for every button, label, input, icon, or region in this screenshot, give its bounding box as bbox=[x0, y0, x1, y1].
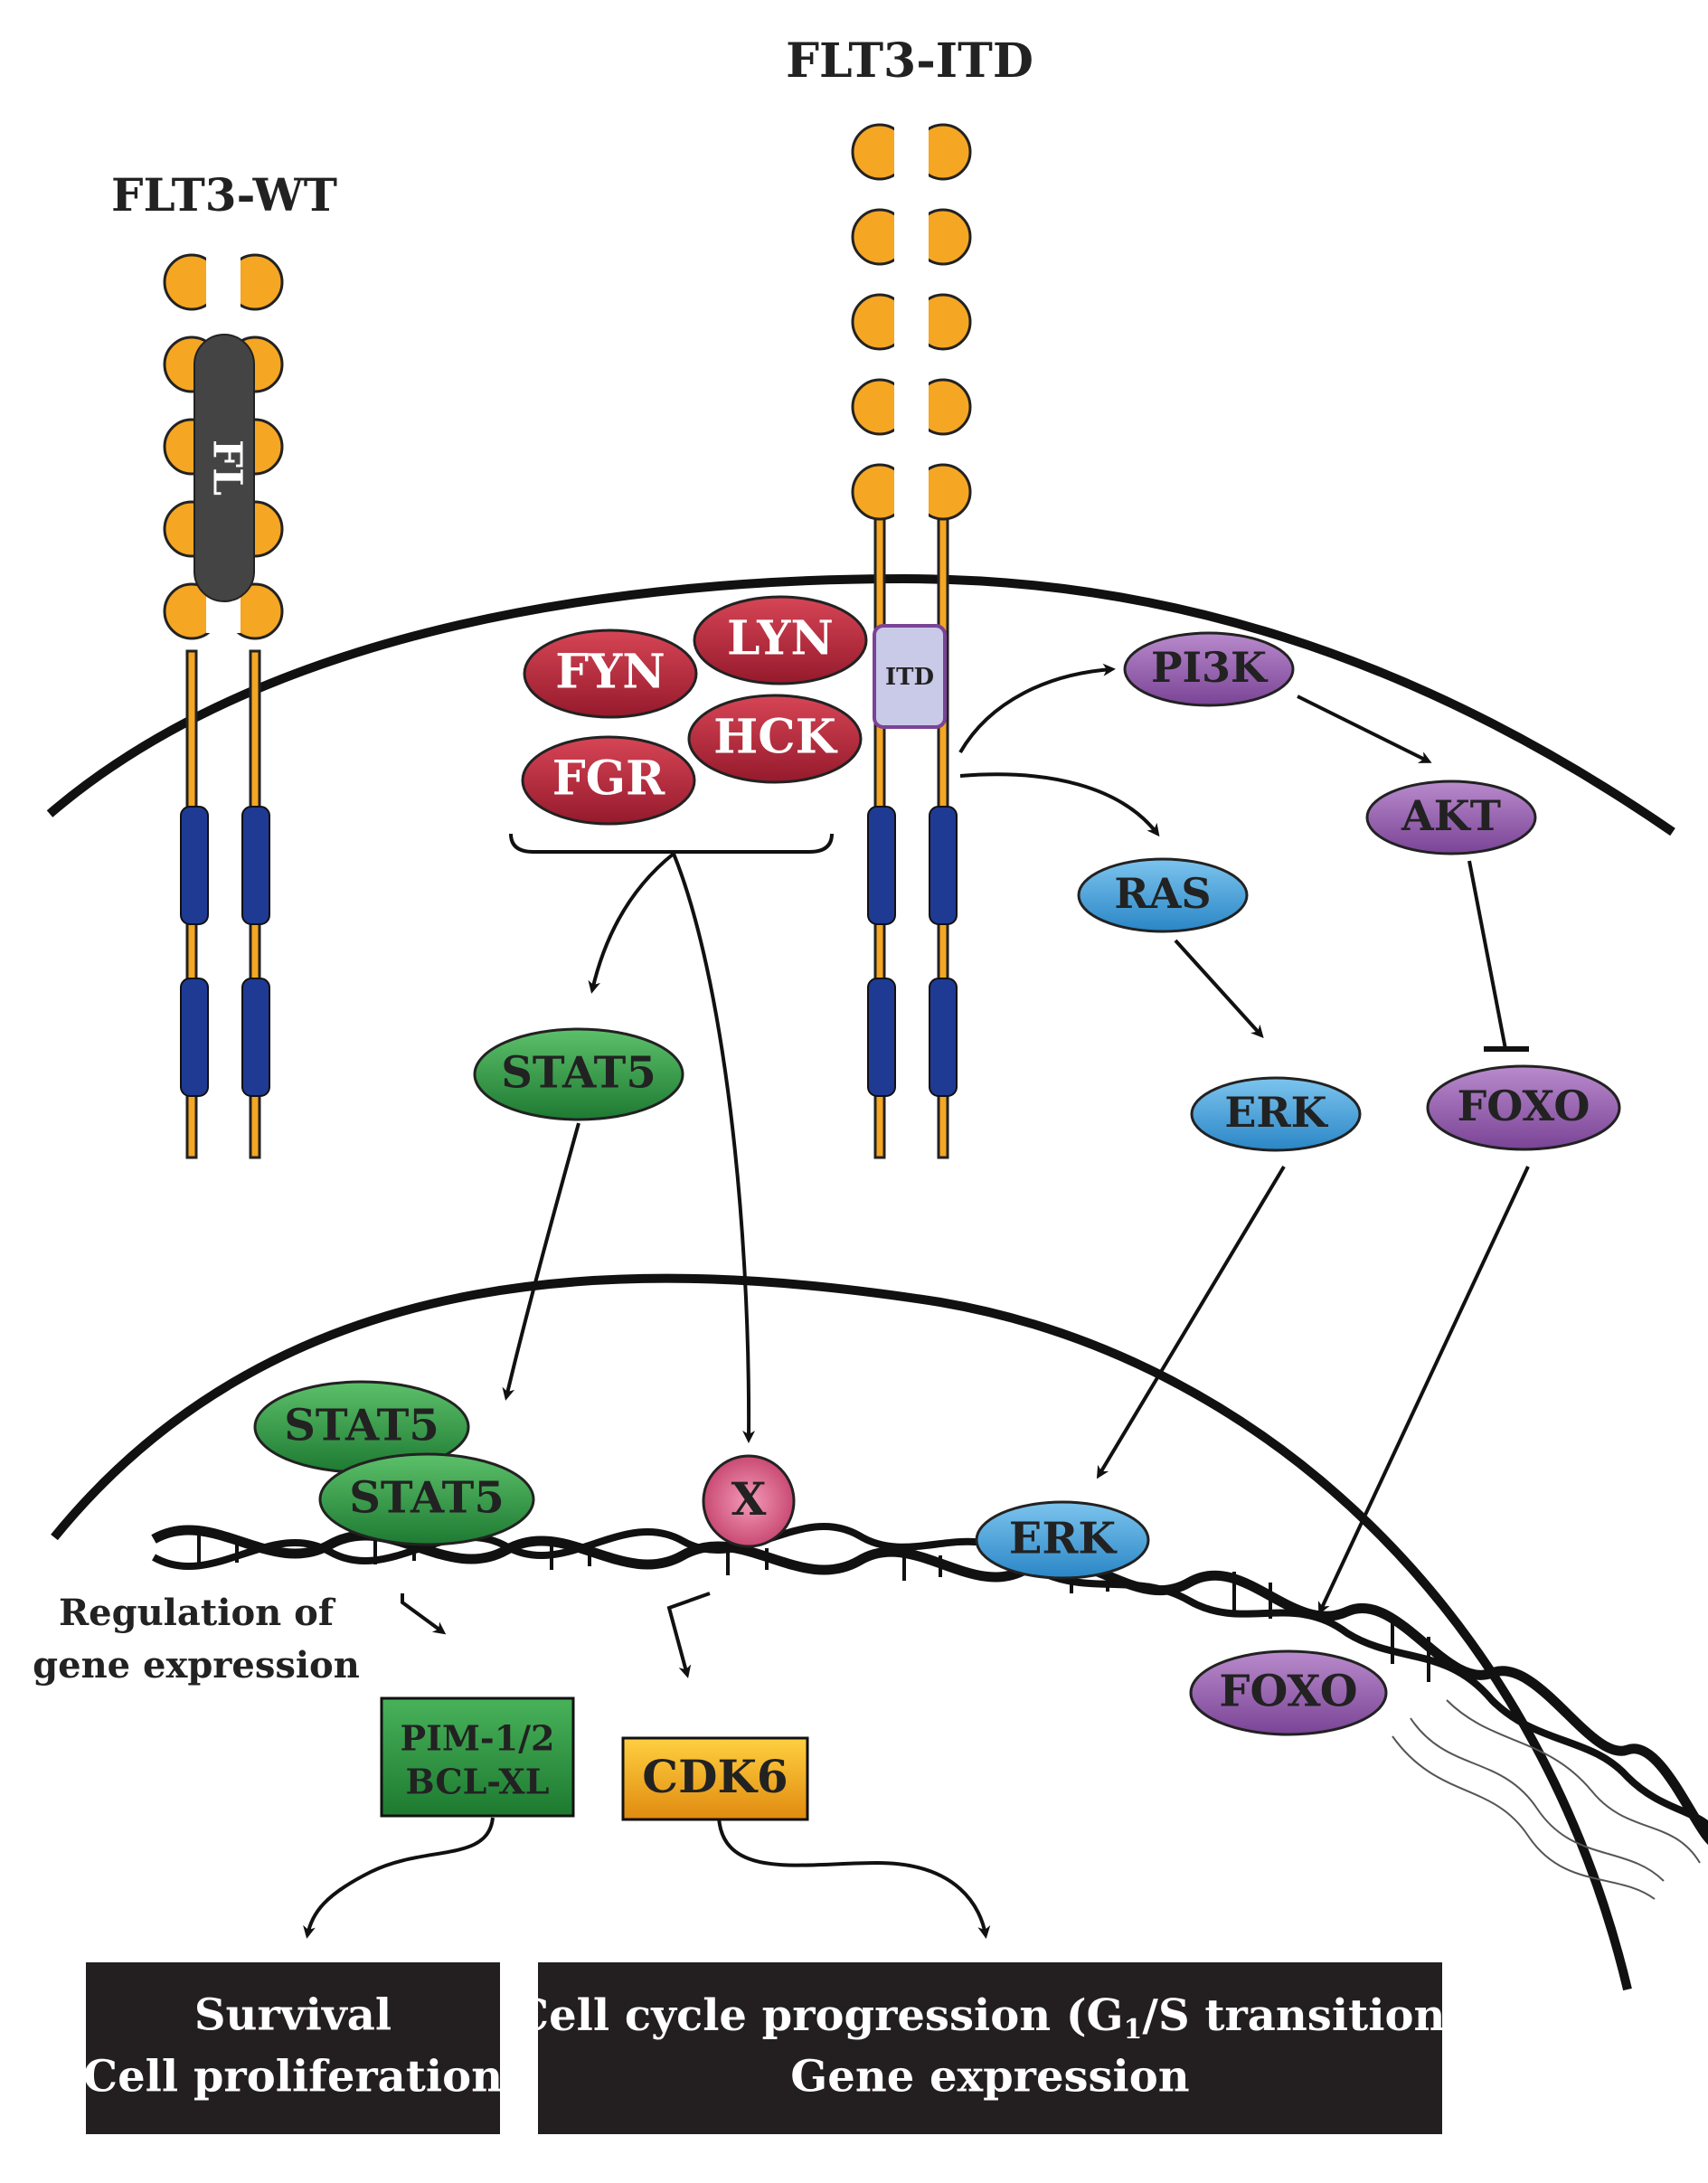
node-stat5-dimer-b: STAT5 bbox=[318, 1452, 535, 1546]
svg-text:X: X bbox=[731, 1472, 767, 1526]
svg-text:FGR: FGR bbox=[552, 751, 665, 807]
svg-text:FOXO: FOXO bbox=[1458, 1082, 1590, 1130]
fl-ligand-label: FL bbox=[204, 439, 250, 496]
node-erk-nucleus: ERK bbox=[975, 1500, 1150, 1580]
kinase-fyn: FYN bbox=[523, 628, 698, 719]
pim-bclxl-box: PIM-1/2 BCL-XL bbox=[380, 1696, 575, 1818]
svg-text:Cell proliferation: Cell proliferation bbox=[83, 2052, 503, 2103]
node-akt: AKT bbox=[1365, 780, 1537, 855]
svg-text:CDK6: CDK6 bbox=[642, 1750, 788, 1803]
svg-text:STAT5: STAT5 bbox=[284, 1401, 439, 1451]
node-stat5-dimer-a: STAT5 bbox=[253, 1380, 470, 1474]
svg-text:PI3K: PI3K bbox=[1151, 643, 1269, 692]
akt-foxo-inhibition bbox=[1467, 860, 1529, 1052]
flt3-wt-title: FLT3-WT bbox=[111, 168, 337, 222]
svg-text:Survival: Survival bbox=[194, 1990, 392, 2041]
svg-text:FYN: FYN bbox=[555, 645, 665, 700]
flt3-itd-title: FLT3-ITD bbox=[786, 33, 1033, 89]
svg-text:ERK: ERK bbox=[1224, 1088, 1328, 1137]
svg-text:FOXO: FOXO bbox=[1219, 1667, 1357, 1717]
svg-text:BCL-XL: BCL-XL bbox=[406, 1762, 550, 1802]
node-pi3k: PI3K bbox=[1123, 631, 1295, 707]
svg-text:RAS: RAS bbox=[1114, 869, 1211, 918]
flt3-itd-receptor: ITD bbox=[851, 109, 972, 1159]
node-erk-cytoplasm: ERK bbox=[1190, 1076, 1362, 1152]
regulation-label-line1: Regulation of bbox=[59, 1592, 336, 1634]
kinase-group-bracket bbox=[509, 833, 834, 854]
outcome-cell-cycle-box: Cell cycle progression (G1/S transition)… bbox=[514, 1962, 1466, 2134]
nuclear-envelope bbox=[51, 1273, 1632, 1991]
svg-text:STAT5: STAT5 bbox=[501, 1048, 656, 1099]
node-foxo-nucleus: FOXO bbox=[1189, 1649, 1388, 1736]
node-x: X bbox=[702, 1454, 796, 1548]
regulation-label-line2: gene expression bbox=[33, 1644, 360, 1687]
svg-text:STAT5: STAT5 bbox=[349, 1473, 505, 1524]
pathway-arrows bbox=[303, 663, 1530, 1939]
flt3-wt-receptor: FL bbox=[163, 244, 284, 1159]
node-stat5-cytoplasm: STAT5 bbox=[473, 1027, 684, 1121]
cdk6-box: CDK6 bbox=[621, 1736, 809, 1821]
svg-text:LYN: LYN bbox=[727, 611, 834, 666]
itd-label: ITD bbox=[885, 664, 934, 691]
kinase-fgr: FGR bbox=[521, 735, 696, 826]
outcome-survival-box: Survival Cell proliferation bbox=[83, 1962, 503, 2134]
node-ras: RAS bbox=[1077, 857, 1249, 933]
cell-cycle-line: Cell cycle progression (G1/S transition) bbox=[514, 1990, 1466, 2046]
node-foxo-cytoplasm: FOXO bbox=[1426, 1064, 1621, 1151]
cell-membrane bbox=[46, 573, 1675, 836]
svg-text:PIM-1/2: PIM-1/2 bbox=[401, 1718, 555, 1759]
itd-domain bbox=[873, 624, 947, 729]
kinase-lyn: LYN bbox=[693, 595, 868, 685]
kinase-hck: HCK bbox=[687, 694, 863, 784]
svg-text:ERK: ERK bbox=[1009, 1514, 1118, 1564]
svg-text:Gene expression: Gene expression bbox=[790, 2052, 1189, 2103]
fl-ligand bbox=[193, 334, 255, 602]
svg-text:HCK: HCK bbox=[713, 710, 838, 765]
svg-text:AKT: AKT bbox=[1401, 791, 1501, 840]
